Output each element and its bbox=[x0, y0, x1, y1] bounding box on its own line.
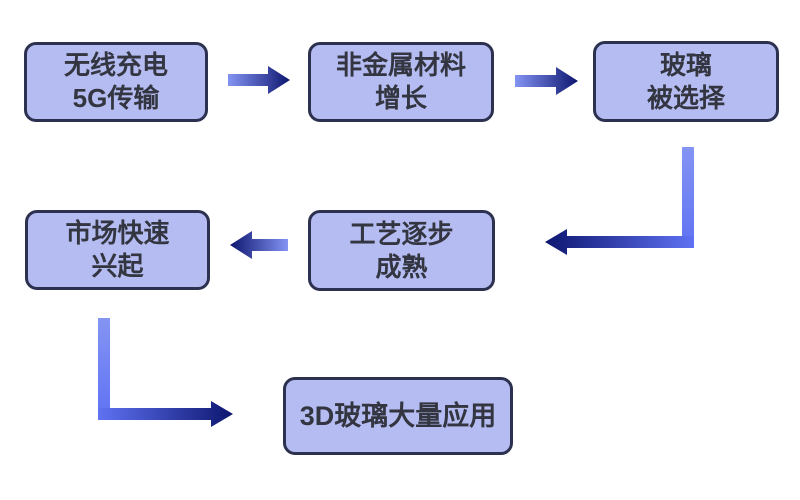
connector-elbow-down-left bbox=[545, 147, 694, 255]
connector-right-arrow-1 bbox=[228, 66, 290, 94]
arrow-shape bbox=[98, 401, 233, 427]
elbow-vertical-segment bbox=[98, 318, 110, 420]
node-text-line: 非金属材料 bbox=[335, 50, 466, 80]
node-text-line: 被选择 bbox=[646, 82, 725, 113]
flow-node-nonmetal-material-growth: 非金属材料 增长 bbox=[308, 42, 494, 122]
flow-node-market-rapid-rise: 市场快速 兴起 bbox=[25, 210, 210, 290]
elbow-vertical-segment bbox=[682, 147, 694, 248]
connector-right-arrow-2 bbox=[515, 67, 578, 95]
arrow-shape bbox=[515, 67, 578, 95]
flow-node-wireless-charging-5g: 无线充电 5G传输 bbox=[24, 42, 208, 122]
flow-node-process-maturing: 工艺逐步 成熟 bbox=[308, 210, 495, 291]
node-text-line: 成熟 bbox=[375, 251, 428, 282]
arrow-shape bbox=[545, 229, 694, 255]
node-text-line: 玻璃 bbox=[659, 49, 712, 80]
node-text-line: 增长 bbox=[374, 83, 427, 113]
connector-left-arrow bbox=[230, 231, 288, 259]
node-text-line: 兴起 bbox=[91, 251, 144, 281]
node-text-line: 市场快速 bbox=[65, 218, 170, 248]
node-text-line: 5G传输 bbox=[72, 83, 160, 113]
flow-node-glass-selected: 玻璃 被选择 bbox=[593, 41, 779, 122]
arrow-shape bbox=[230, 231, 288, 259]
node-text-line: 无线充电 bbox=[63, 50, 168, 80]
node-text-line: 3D玻璃大量应用 bbox=[299, 400, 497, 431]
flow-node-3d-glass-mass-application: 3D玻璃大量应用 bbox=[283, 377, 513, 455]
connector-elbow-down-right bbox=[98, 318, 233, 427]
node-text-line: 工艺逐步 bbox=[349, 218, 454, 249]
arrow-shape bbox=[228, 66, 290, 94]
